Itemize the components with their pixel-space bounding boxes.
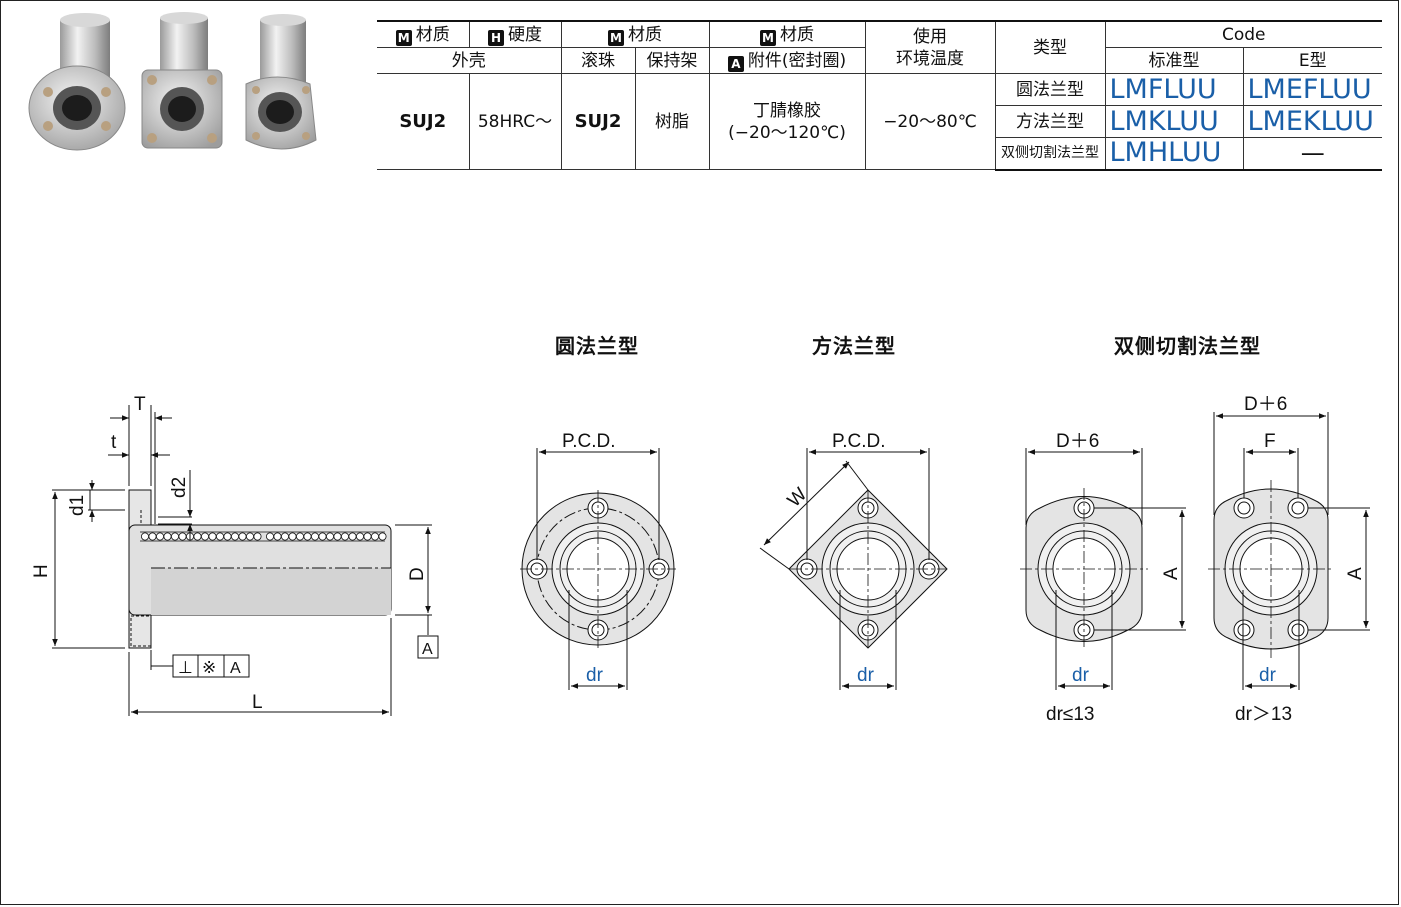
ball-bearing <box>295 532 304 541</box>
ball-bearing <box>245 532 254 541</box>
label-A-large: A <box>1345 567 1366 580</box>
ball-bearing <box>238 532 247 541</box>
ball-bearing <box>208 532 217 541</box>
ball-bearing <box>303 532 312 541</box>
photo-cut-flange <box>245 14 317 150</box>
ball-bearing <box>288 532 297 541</box>
sub-e-type: E型 <box>1242 47 1382 74</box>
label-d1: d1 <box>67 495 88 516</box>
label-cond-le: dr≤13 <box>1046 704 1094 725</box>
retainer-material: 树脂 <box>634 73 710 170</box>
label-datum-ref: A <box>230 660 241 677</box>
hdr-type: 类型 <box>994 20 1106 74</box>
ball-bearing <box>273 532 282 541</box>
data-row-3: 双侧切割法兰型 LMHLUU — <box>377 137 1382 171</box>
sub-retainer: 保持架 <box>634 47 710 74</box>
label-pcd-square: P.C.D. <box>832 431 886 452</box>
side-view-drawing: T t d1 d2 H D A ⊥ ※ A L <box>31 394 439 716</box>
square-flange-drawing: P.C.D. W dr <box>759 431 948 690</box>
label-perpendicular: ⊥ <box>178 658 193 677</box>
product-photos <box>28 12 317 151</box>
code-e-cut: — <box>1242 137 1382 171</box>
ball-bearing <box>155 532 164 541</box>
label-cond-gt: dr＞13 <box>1235 704 1292 725</box>
code-std-cut: LMHLUU <box>1104 137 1244 171</box>
photo-round-flange <box>28 13 126 151</box>
label-F: F <box>1264 431 1276 452</box>
title-cut-flange: 双侧切割法兰型 <box>1114 334 1261 358</box>
label-L: L <box>252 692 263 713</box>
ball-bearing <box>325 532 334 541</box>
label-dr-square: dr <box>857 665 875 686</box>
ball-bearing <box>370 532 379 541</box>
ball-bearing <box>333 532 342 541</box>
ball-bearing <box>148 532 157 541</box>
title-round-flange: 圆法兰型 <box>555 334 639 358</box>
ball-bearing <box>223 532 232 541</box>
label-datum-A: A <box>422 641 433 658</box>
shell-material: SUJ2 <box>377 73 470 170</box>
hdr-code: Code <box>1104 20 1382 48</box>
code-e-round: LMEFLUU <box>1242 73 1382 106</box>
type-round: 圆法兰型 <box>994 73 1106 106</box>
hdr-temperature: 使用环境温度 <box>864 20 996 74</box>
type-square: 方法兰型 <box>994 105 1106 138</box>
code-std-square: LMKLUU <box>1104 105 1244 138</box>
ball-bearing <box>163 532 172 541</box>
label-H: H <box>31 564 52 578</box>
data-row-1: SUJ2 58HRC～ SUJ2 树脂 丁腈橡胶(−20～120℃) −20～8… <box>377 73 1382 170</box>
data-row-2: 方法兰型 LMKLUU LMEKLUU <box>377 105 1382 138</box>
label-d2: d2 <box>169 477 190 498</box>
ball-bearing <box>230 532 239 541</box>
ball-bearing <box>170 532 179 541</box>
ball-bearing <box>140 532 149 541</box>
label-dr-small: dr <box>1072 665 1090 686</box>
label-dr-large: dr <box>1259 665 1277 686</box>
ball-bearing <box>265 532 274 541</box>
ball-bearing <box>363 532 372 541</box>
label-D: D <box>407 567 428 581</box>
type-cut: 双侧切割法兰型 <box>994 137 1106 171</box>
ball-bearing <box>348 532 357 541</box>
ball-bearing <box>253 532 262 541</box>
label-d6-large: D＋6 <box>1244 394 1287 415</box>
ball-bearing <box>318 532 327 541</box>
sub-shell: 外壳 <box>377 47 562 74</box>
round-flange-drawing: P.C.D. dr <box>520 431 676 690</box>
ball-bearing <box>193 532 202 541</box>
ball-bearing <box>355 532 364 541</box>
ball-bearing <box>340 532 349 541</box>
cut-flange-large-drawing: D＋6 F A dr dr＞13 <box>1208 394 1370 725</box>
title-square-flange: 方法兰型 <box>812 334 896 358</box>
label-pcd-round: P.C.D. <box>562 431 616 452</box>
cut-flange-small-drawing: D＋6 A dr dr≤13 <box>1020 431 1186 725</box>
label-T: T <box>134 394 146 415</box>
label-A-small: A <box>1161 567 1182 580</box>
label-t: t <box>111 432 117 453</box>
label-d6-small: D＋6 <box>1056 431 1099 452</box>
label-dr-round: dr <box>586 665 604 686</box>
ball-bearing <box>280 532 289 541</box>
ball-bearing <box>378 532 387 541</box>
sub-ball: 滚珠 <box>560 47 636 74</box>
ball-bearing <box>215 532 224 541</box>
seal-material: 丁腈橡胶(−20～120℃) <box>708 73 866 170</box>
label-note-mark: ※ <box>202 658 216 677</box>
code-e-square: LMEKLUU <box>1242 105 1382 138</box>
ball-bearing <box>310 532 319 541</box>
ball-bearing <box>178 532 187 541</box>
photo-square-flange <box>141 12 223 149</box>
ball-bearing <box>200 532 209 541</box>
